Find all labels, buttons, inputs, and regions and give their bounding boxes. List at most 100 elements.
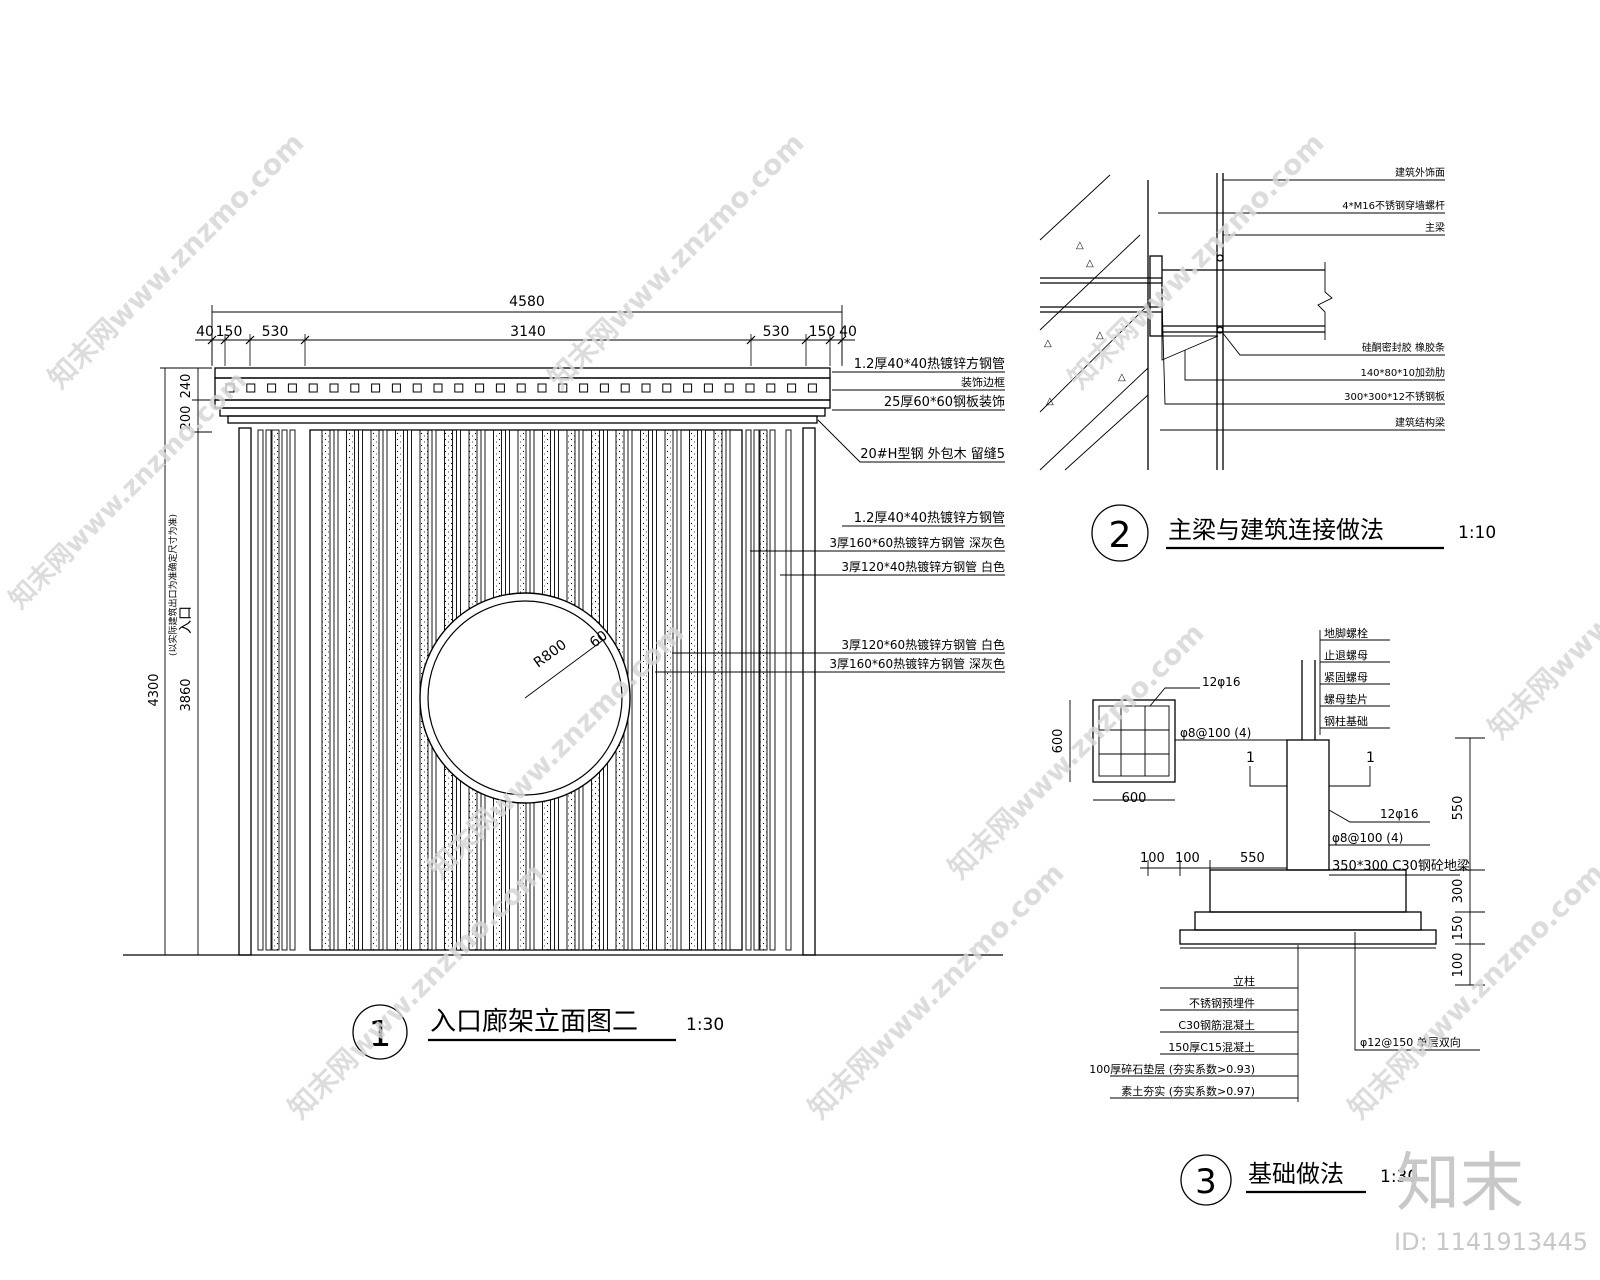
found-dim-r3: 150 [1451,916,1466,941]
dim-seg-2: 150 [216,324,243,340]
decorative-square [683,383,693,393]
top-callout-2: 止退螺母 [1324,649,1368,662]
dim-3860: 3860 [179,678,194,711]
callout-9: 3厚160*60热镀锌方钢管 深灰色 [829,656,1005,671]
slat [713,429,723,951]
dim-240: 240 [179,374,194,399]
connection-leaders [1158,179,1445,431]
conn-callout-6: 300*300*12不锈钢板 [1344,390,1445,403]
callout-2: 装饰边框 [961,375,1005,389]
callout-leaders [655,371,1005,673]
top-callout-5: 钢柱基础 [1324,714,1368,728]
slat [664,429,674,951]
found-dim-r1: 550 [1451,796,1466,821]
slat [745,429,752,951]
conn-callout-2: 4*M16不锈钢穿墙螺杆 [1342,199,1445,212]
dim-seg-7: 40 [839,324,857,340]
drawing-3-foundation: 600 600 12φ16 φ8@100 (4) 1 1 地脚螺栓 止退螺母 紧… [1051,626,1485,1206]
slat [689,429,698,951]
slat [358,429,363,951]
conn-callout-4: 硅酮密封胶 橡胶条 [1362,341,1445,354]
watermark-id: ID: 1141913445 [1394,1228,1588,1256]
decorative-square [433,383,443,393]
decorative-square [703,383,713,393]
conn-callout-3: 主梁 [1425,221,1445,234]
decorative-square [495,383,505,393]
decorative-square [412,383,422,393]
bottom-callout-4: 150厚C15混凝土 [1168,1040,1255,1054]
slat [346,429,355,951]
footing [1209,869,1407,913]
top-callout-4: 螺母垫片 [1324,692,1368,706]
h-steel-beam-lower [227,415,818,424]
bottom-callout-1: 立柱 [1233,974,1255,988]
decorative-frame-band [214,377,831,401]
decorative-square [225,383,235,393]
decorative-square [662,383,672,393]
top-callout-1: 地脚螺栓 [1324,626,1368,640]
decorative-square [787,383,797,393]
callout-6: 3厚160*60热镀锌方钢管 深灰色 [829,535,1005,550]
drawing-1-title: 入口廊架立面图二 [430,1007,638,1037]
slat [701,429,706,951]
decorative-square [371,383,381,393]
callout-5: 1.2厚40*40热镀锌方钢管 [854,510,1005,526]
decorative-square [745,383,755,393]
callout-3: 25厚60*60钢板装饰 [884,395,1005,410]
dim-seg-4: 3140 [510,324,546,340]
decorative-square [391,383,401,393]
svg-text:△: △ [1044,338,1052,349]
callout-4: 20#H型钢 外包木 留缝5 [860,447,1005,462]
bottom-callout-2: 不锈钢预埋件 [1189,997,1255,1010]
decorative-square [350,383,360,393]
section-mark-1a: 1 [1246,750,1255,766]
decorative-square [620,383,630,393]
drawing-3-scale: 1:30 [1380,1167,1418,1187]
watermark-logo: 知末 [1396,1147,1524,1221]
decorative-square [599,383,609,393]
slat [652,429,657,951]
watermark-8: 知末网www.znzmo.com [802,856,1071,1125]
decorative-square [454,383,464,393]
side-label-3: 350*300 C30钢砼地梁 [1332,859,1470,874]
section-mark-right [1329,766,1371,787]
slat [725,429,731,951]
drawing-1-elevation: R800 60 4580 40 150 530 3140 530 150 40 … [123,294,1005,1060]
drawing-3-number-circle [1180,1154,1232,1206]
drawing-3-number: 3 [1195,1162,1217,1202]
callout-7: 3厚120*40热镀锌方钢管 白色 [841,559,1005,574]
pedestal [1286,739,1330,871]
top-callout-3: 紧固螺母 [1324,671,1368,684]
slat [676,429,682,951]
decorative-square [246,383,256,393]
drawing-1-number: 1 [369,1014,392,1055]
bottom-callout-3: C30钢筋混凝土 [1178,1018,1255,1032]
gravel-layer [1179,929,1437,945]
slat [785,429,792,951]
slat [281,429,288,951]
decorative-square [579,383,589,393]
decorative-square [807,383,817,393]
top-beam [214,367,831,379]
decorative-square [724,383,734,393]
slat [640,429,649,951]
slat [289,429,296,951]
embedded-plate [1149,255,1163,337]
found-dim-r2: 300 [1451,879,1466,904]
dim-seg-1: 40 [196,324,214,340]
decorative-square [766,383,776,393]
h-steel-beam [219,407,826,417]
dim-200: 200 [179,406,194,431]
drawing-2-number-circle [1091,504,1149,562]
side-label-1: 12φ16 [1380,807,1418,821]
slat [382,429,388,951]
slat [271,429,280,951]
dim-4300: 4300 [147,673,162,706]
decorative-square [516,383,526,393]
drawing-2-number: 2 [1109,515,1132,556]
section-rebar: 12φ16 [1202,675,1240,689]
watermark-4: 知末网www.znzmo.com [4,366,253,615]
drawing-1-number-circle [352,1004,408,1060]
drawing-2-title: 主梁与建筑连接做法 [1168,516,1384,544]
slat [769,429,776,951]
